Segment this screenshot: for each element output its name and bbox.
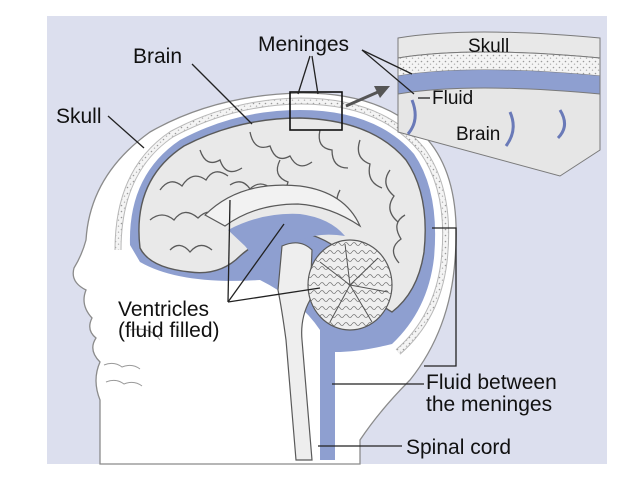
- zoom-box: [289, 91, 343, 131]
- zoom-arrow: [345, 90, 379, 108]
- label-ventricles-line2: (fluid filled): [118, 319, 220, 342]
- label-skull: Skull: [56, 105, 102, 128]
- label-ventricles-line1: Ventricles: [118, 298, 210, 321]
- label-fluid-between-line1: Fluid between: [426, 371, 557, 394]
- corpus-callosum: [204, 184, 362, 228]
- leader-lines: [107, 49, 457, 447]
- label-brain: Brain: [133, 45, 183, 68]
- inset-label-brain: Brain: [456, 124, 501, 145]
- inset-label-skull: Skull: [468, 36, 510, 57]
- face-details: [103, 328, 161, 387]
- cerebellum-folia: [319, 243, 389, 323]
- brainstem-spinal-cord: [277, 242, 313, 461]
- label-fluid-between-line2: the meninges: [426, 393, 553, 416]
- label-spinal-cord: Spinal cord: [406, 436, 512, 459]
- label-meninges: Meninges: [258, 33, 350, 56]
- inset-label-fluid: Fluid: [432, 88, 474, 109]
- meninges-inset: [397, 31, 601, 177]
